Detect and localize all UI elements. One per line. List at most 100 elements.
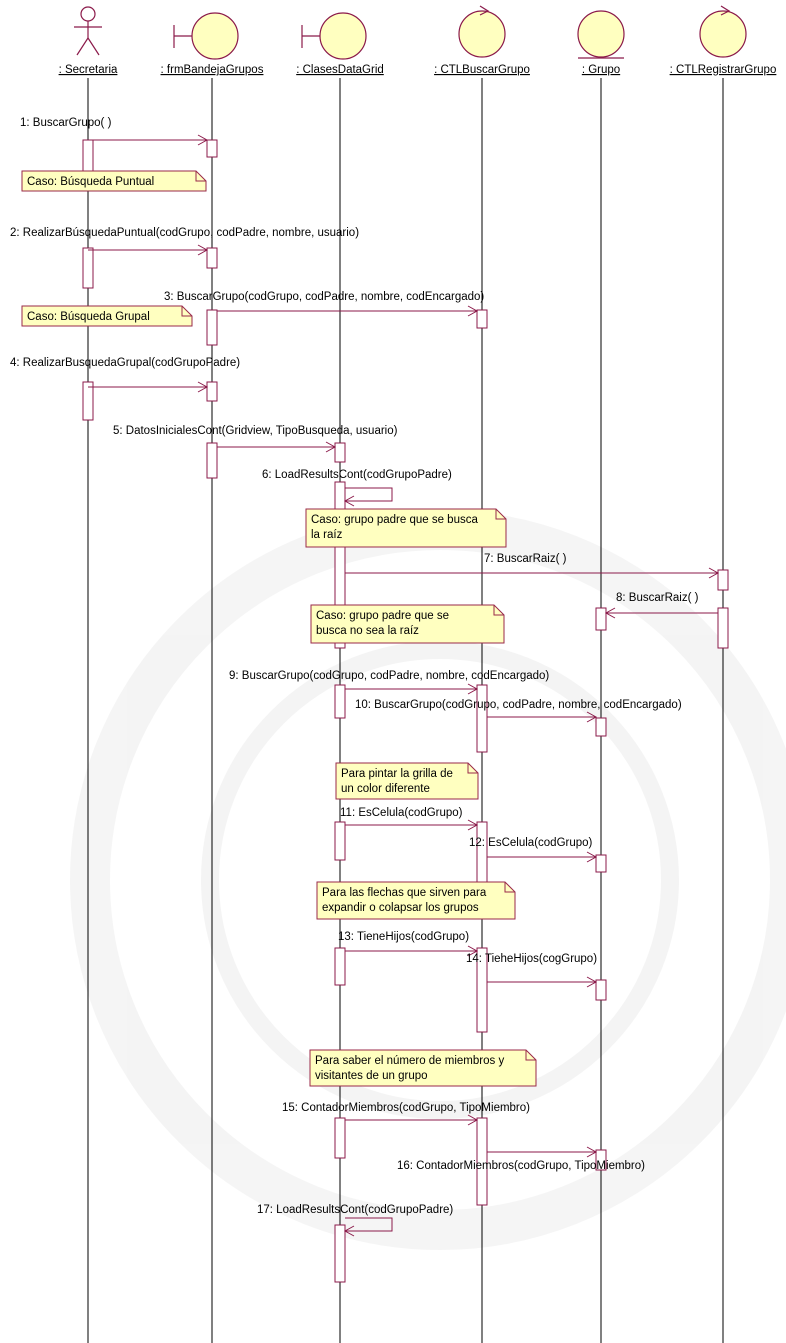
message-11: 11: EsCelula(codGrupo) xyxy=(340,807,479,831)
lifeline-label: : Secretaria xyxy=(59,64,118,76)
note-text: Para saber el número de miembros y xyxy=(315,1055,504,1067)
note-fold-icon xyxy=(467,763,478,774)
message-14: 14: TieheHijos(cogGrupo) xyxy=(466,953,597,988)
arrow-head-icon xyxy=(586,711,598,723)
actor-icon xyxy=(74,6,102,56)
note-box xyxy=(309,1049,537,1087)
note-box xyxy=(310,604,505,644)
message-10: 10: BuscarGrupo(codGrupo, codPadre, nomb… xyxy=(355,699,682,723)
message-label: 14: TieheHijos(cogGrupo) xyxy=(466,953,597,965)
arrow-head-icon xyxy=(708,567,720,579)
message-3: 3: BuscarGrupo(codGrupo, codPadre, nombr… xyxy=(164,291,484,317)
note-fold-icon xyxy=(195,171,206,182)
lifeline-head-entity: : Grupo xyxy=(577,10,625,76)
note-box xyxy=(335,762,479,800)
note-3: Caso: grupo padre que se busca la raíz xyxy=(305,508,507,548)
arrow-head-icon xyxy=(467,819,479,831)
message-1: 1: BuscarGrupo( ) xyxy=(20,117,209,146)
arrow-head-icon xyxy=(586,1146,598,1158)
message-label: 8: BuscarRaiz( ) xyxy=(616,592,699,604)
activation-bar xyxy=(334,684,346,719)
activation-bar xyxy=(334,821,346,861)
message-label: 1: BuscarGrupo( ) xyxy=(20,117,112,129)
boundary-icon xyxy=(173,12,239,60)
note-fold-icon xyxy=(525,1050,536,1061)
control-icon xyxy=(458,5,506,58)
note-text: busca no sea la raíz xyxy=(316,625,419,637)
message-label: 10: BuscarGrupo(codGrupo, codPadre, nomb… xyxy=(355,699,682,711)
note-text: Para pintar la grilla de xyxy=(341,768,453,780)
note-1: Caso: Búsqueda Puntual xyxy=(21,170,207,192)
lifeline-label: : frmBandejaGrupos xyxy=(161,64,264,76)
message-label: 9: BuscarGrupo(codGrupo, codPadre, nombr… xyxy=(229,670,549,682)
note-text: Caso: grupo padre que se xyxy=(316,610,449,622)
message-label: 15: ContadorMiembros(codGrupo, TipoMiemb… xyxy=(282,1102,530,1114)
message-label: 3: BuscarGrupo(codGrupo, codPadre, nombr… xyxy=(164,291,484,303)
note-fold-icon xyxy=(495,509,506,520)
activation-bar xyxy=(82,381,94,421)
activation-bar xyxy=(476,309,488,329)
lifeline-head-control: : CTLRegistrarGrupo xyxy=(670,5,777,76)
message-label: 16: ContadorMiembros(codGrupo, TipoMiemb… xyxy=(397,1160,645,1172)
arrow-head-icon xyxy=(467,1114,479,1126)
message-13: 13: TieneHijos(codGrupo) xyxy=(338,931,479,957)
message-label: 7: BuscarRaiz( ) xyxy=(484,553,567,565)
message-17: 17: LoadResultsCont(codGrupoPadre) xyxy=(257,1204,453,1237)
note-5: Para pintar la grilla de un color diferen… xyxy=(335,762,479,800)
activation-bar xyxy=(476,947,488,1033)
note-box xyxy=(316,881,516,920)
note-text: un color diferente xyxy=(341,783,430,795)
note-box xyxy=(21,305,193,327)
activation-bar xyxy=(334,1117,346,1159)
activation-bar xyxy=(334,481,346,649)
activation-bar xyxy=(334,1224,346,1283)
entity-icon xyxy=(577,10,625,59)
lifeline-head-control: : CTLBuscarGrupo xyxy=(434,5,530,76)
arrow-head-icon xyxy=(343,495,355,507)
message-5: 5: DatosInicialesCont(Gridview, TipoBusq… xyxy=(113,425,398,453)
message-4: 4: RealizarBusquedaGrupal(codGrupoPadre) xyxy=(10,357,240,393)
activation-bar xyxy=(206,381,218,402)
activation-bar xyxy=(206,442,218,479)
activation-bar xyxy=(206,139,218,158)
arrow-head-icon xyxy=(197,244,209,256)
note-6: Para las flechas que sirven paraexpandir… xyxy=(316,881,516,920)
note-text: visitantes de un grupo xyxy=(315,1070,428,1082)
note-text: Caso: Búsqueda Grupal xyxy=(27,311,150,323)
note-fold-icon xyxy=(181,306,192,317)
arrow-head-icon xyxy=(343,1225,355,1237)
note-text: la raíz xyxy=(311,529,343,541)
note-fold-icon xyxy=(504,882,515,893)
activation-bar xyxy=(595,1149,607,1171)
activation-bar xyxy=(206,247,218,269)
message-16: 16: ContadorMiembros(codGrupo, TipoMiemb… xyxy=(397,1146,645,1172)
note-fold-icon xyxy=(493,605,504,616)
activation-bar xyxy=(717,607,729,649)
activation-bar xyxy=(595,717,607,737)
activation-bar xyxy=(476,1117,488,1206)
lifeline-head-actor: : Secretaria xyxy=(59,6,118,76)
note-text: Caso: grupo padre que se busca xyxy=(311,514,478,526)
note-4: Caso: grupo padre que se busca no sea la … xyxy=(310,604,505,644)
lifeline-label: : CTLBuscarGrupo xyxy=(434,64,530,76)
message-label: 17: LoadResultsCont(codGrupoPadre) xyxy=(257,1204,453,1216)
lifeline-head-boundary: : frmBandejaGrupos xyxy=(161,12,264,76)
message-7: 7: BuscarRaiz( ) xyxy=(345,553,720,579)
lifeline-heads: : Secretaria: frmBandejaGrupos: ClasesDa… xyxy=(59,5,777,76)
note-text: Para las flechas que sirven para xyxy=(322,887,487,899)
self-call-line xyxy=(345,487,393,502)
note-box xyxy=(21,170,207,192)
message-9: 9: BuscarGrupo(codGrupo, codPadre, nombr… xyxy=(229,670,549,695)
activation-bars xyxy=(82,139,729,1283)
control-icon xyxy=(699,5,747,58)
arrow-head-icon xyxy=(467,305,479,317)
activation-bar xyxy=(476,821,488,889)
message-label: 6: LoadResultsCont(codGrupoPadre) xyxy=(262,469,452,481)
arrow-head-icon xyxy=(586,851,598,863)
lifeline-label: : CTLRegistrarGrupo xyxy=(670,64,777,76)
note-7: Para saber el número de miembros y visita… xyxy=(309,1049,537,1087)
activation-bar xyxy=(595,979,607,1001)
activation-bar xyxy=(717,569,729,591)
